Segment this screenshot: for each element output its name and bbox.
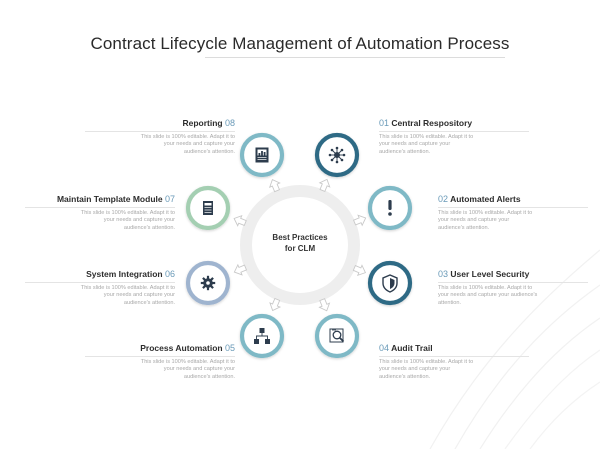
document-icon bbox=[203, 201, 213, 215]
connector-arrow bbox=[269, 297, 282, 312]
item-automated-alerts: 02 Automated Alerts This slide is 100% e… bbox=[438, 194, 588, 232]
connector-arrow bbox=[268, 178, 281, 193]
exclamation-icon bbox=[388, 200, 392, 216]
node-exclamation bbox=[367, 185, 413, 231]
connector-arrow bbox=[352, 264, 367, 277]
item-number: 08 bbox=[224, 118, 235, 128]
connector-arrow bbox=[318, 298, 331, 312]
item-description: This slide is 100% editable. Adapt it to… bbox=[438, 285, 538, 306]
item-number: 02 bbox=[438, 194, 449, 204]
arrows-group bbox=[233, 178, 367, 312]
item-rule bbox=[85, 131, 235, 132]
center-ring bbox=[240, 185, 360, 305]
item-audit-trail: 04 Audit Trail This slide is 100% editab… bbox=[379, 343, 529, 381]
item-central-repository: 01 Central Respository This slide is 100… bbox=[379, 118, 529, 156]
item-system-integration: System Integration 06 This slide is 100%… bbox=[25, 269, 175, 307]
center-label: Best Practices for CLM bbox=[259, 232, 341, 254]
item-description: This slide is 100% editable. Adapt it to… bbox=[80, 285, 175, 306]
item-description: This slide is 100% editable. Adapt it to… bbox=[140, 359, 235, 380]
node-document bbox=[185, 185, 231, 231]
center-line-2: for CLM bbox=[284, 244, 316, 253]
item-number: 06 bbox=[164, 269, 175, 279]
report-icon bbox=[255, 147, 269, 163]
item-label: Maintain Template Module bbox=[56, 194, 163, 204]
item-description: This slide is 100% editable. Adapt it to… bbox=[438, 210, 533, 231]
item-description: This slide is 100% editable. Adapt it to… bbox=[379, 359, 474, 380]
shield-icon bbox=[382, 274, 398, 293]
page-title: Contract Lifecycle Management of Automat… bbox=[90, 34, 510, 53]
connector-arrow bbox=[352, 214, 367, 227]
item-label: User Level Security bbox=[450, 269, 530, 279]
title-underline bbox=[205, 57, 505, 58]
item-rule bbox=[85, 356, 235, 357]
item-reporting: Reporting 08 This slide is 100% editable… bbox=[85, 118, 235, 156]
node-gear bbox=[185, 260, 231, 306]
item-number: 05 bbox=[224, 343, 235, 353]
nodes-group bbox=[185, 132, 413, 359]
connector-arrow bbox=[233, 263, 248, 276]
node-workflow bbox=[239, 313, 285, 359]
connector-arrow bbox=[318, 178, 331, 193]
gear-icon bbox=[200, 275, 216, 291]
center-line-1: Best Practices bbox=[272, 233, 328, 242]
center-disc bbox=[253, 198, 347, 292]
item-number: 01 bbox=[379, 118, 390, 128]
connector-arrow bbox=[233, 214, 247, 227]
node-magnifier-document bbox=[314, 313, 360, 359]
workflow-icon bbox=[254, 328, 270, 344]
item-description: This slide is 100% editable. Adapt it to… bbox=[140, 134, 235, 155]
item-rule bbox=[438, 207, 588, 208]
node-network-hub bbox=[314, 132, 360, 178]
item-number: 04 bbox=[379, 343, 390, 353]
magnifier-document-icon bbox=[329, 328, 345, 343]
node-report bbox=[239, 132, 285, 178]
item-number: 07 bbox=[164, 194, 175, 204]
item-description: This slide is 100% editable. Adapt it to… bbox=[379, 134, 474, 155]
item-rule bbox=[438, 282, 588, 283]
item-label: System Integration bbox=[86, 269, 163, 279]
item-rule bbox=[379, 131, 529, 132]
item-label: Automated Alerts bbox=[450, 194, 521, 204]
item-number: 03 bbox=[438, 269, 449, 279]
item-rule bbox=[25, 207, 175, 208]
item-user-level-security: 03 User Level Security This slide is 100… bbox=[438, 269, 588, 307]
item-description: This slide is 100% editable. Adapt it to… bbox=[80, 210, 175, 231]
item-process-automation: Process Automation 05 This slide is 100%… bbox=[85, 343, 235, 381]
network-hub-icon bbox=[328, 146, 346, 164]
node-shield bbox=[367, 260, 413, 306]
item-rule bbox=[379, 356, 529, 357]
item-maintain-template-module: Maintain Template Module 07 This slide i… bbox=[25, 194, 175, 232]
item-label: Audit Trail bbox=[391, 343, 433, 353]
item-label: Central Respository bbox=[391, 118, 473, 128]
item-rule bbox=[25, 282, 175, 283]
item-label: Process Automation bbox=[140, 343, 223, 353]
item-label: Reporting bbox=[182, 118, 223, 128]
